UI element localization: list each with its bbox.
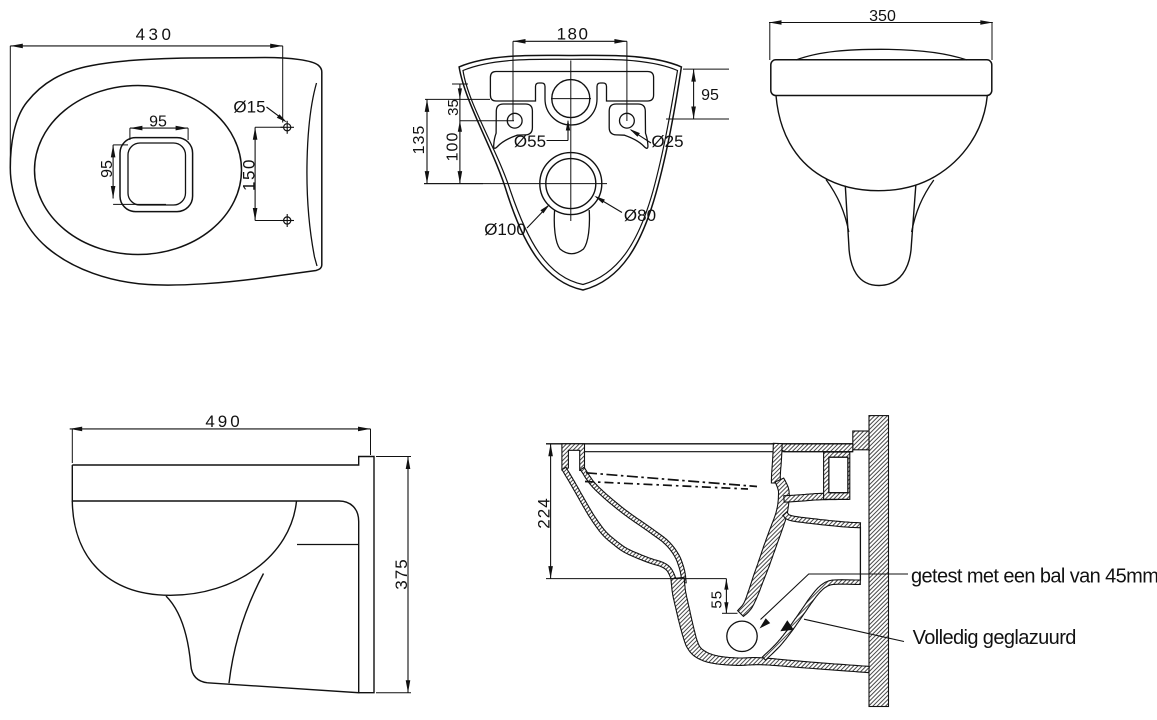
svg-text:100: 100 (445, 132, 462, 162)
svg-text:224: 224 (535, 497, 554, 528)
svg-text:35: 35 (445, 99, 462, 116)
svg-text:Ø25: Ø25 (651, 132, 683, 151)
svg-text:350: 350 (869, 8, 896, 25)
svg-text:180: 180 (557, 25, 590, 44)
svg-text:150: 150 (239, 158, 258, 191)
svg-text:Volledig geglazuurd: Volledig geglazuurd (913, 627, 1076, 649)
svg-text:getest met een bal van 45mm: getest met een bal van 45mm (911, 566, 1157, 588)
svg-text:95: 95 (701, 87, 719, 104)
svg-text:55: 55 (709, 590, 726, 609)
svg-text:95: 95 (99, 160, 116, 178)
svg-text:430: 430 (136, 25, 175, 44)
svg-text:Ø15: Ø15 (233, 98, 265, 117)
svg-text:Ø55: Ø55 (514, 132, 546, 151)
svg-text:375: 375 (392, 558, 411, 589)
svg-text:Ø80: Ø80 (624, 206, 656, 225)
svg-text:135: 135 (411, 125, 428, 155)
svg-text:490: 490 (205, 412, 242, 431)
svg-text:95: 95 (149, 114, 167, 131)
svg-text:Ø100: Ø100 (484, 220, 526, 239)
